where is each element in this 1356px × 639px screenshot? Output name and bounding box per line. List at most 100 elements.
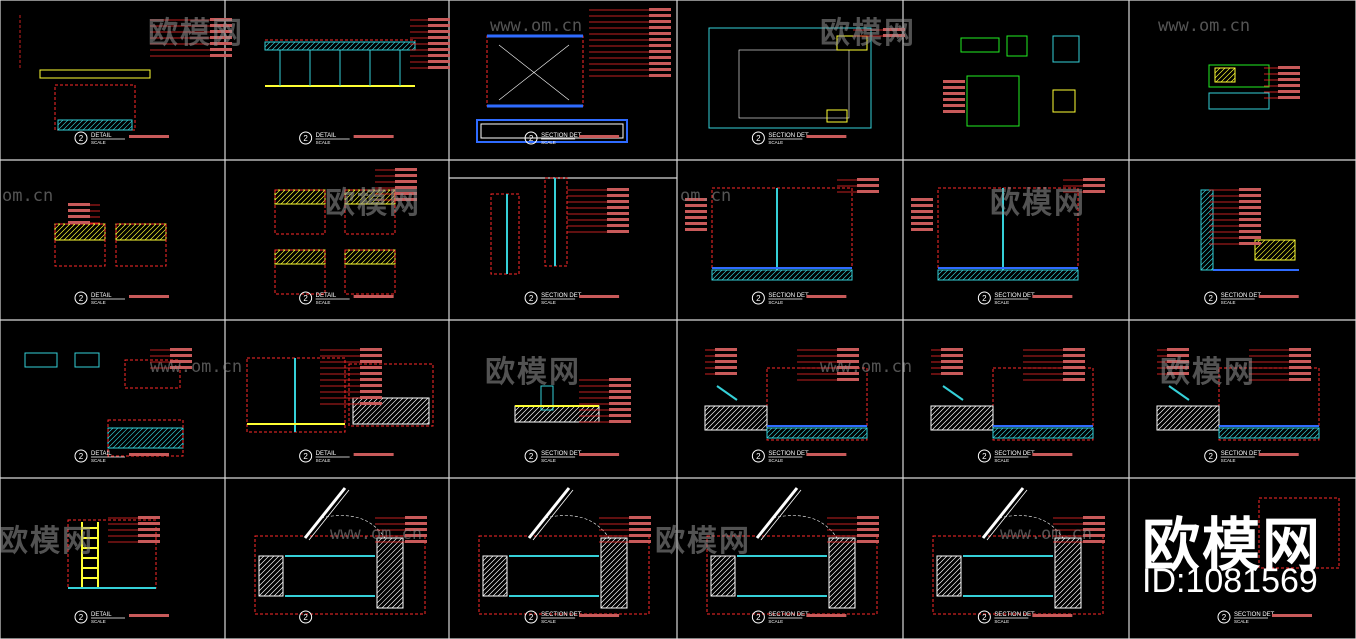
detail-number: 2 — [756, 294, 761, 303]
watermark-url-row4-1: www.om.cn — [330, 524, 423, 544]
detail-number: 2 — [1222, 613, 1227, 622]
detail-scale: SCALE — [994, 619, 1009, 624]
detail-number: 2 — [79, 294, 84, 303]
detail-title: SECTION DET — [541, 612, 582, 618]
detail-number: 2 — [1208, 452, 1213, 461]
detail-panel-r1c5 — [943, 35, 1080, 127]
watermark-top-2: 欧模网 — [820, 16, 916, 51]
detail-title: SECTION DET — [1221, 451, 1262, 457]
detail-title: SECTION DET — [994, 293, 1035, 299]
detail-number: 2 — [303, 294, 308, 303]
detail-number: 2 — [982, 613, 987, 622]
detail-scale: SCALE — [541, 619, 556, 624]
watermark-url-mid-1: om.cn — [2, 186, 54, 206]
detail-scale: SCALE — [1221, 300, 1236, 305]
detail-scale: SCALE — [541, 300, 556, 305]
watermark-row3-1: 欧模网 — [485, 355, 581, 390]
detail-number: 2 — [756, 613, 761, 622]
detail-number: 2 — [79, 452, 84, 461]
watermark-row4-1: 欧模网 — [0, 524, 94, 559]
detail-scale: SCALE — [91, 300, 106, 305]
detail-title: SECTION DET — [768, 612, 809, 618]
detail-number: 2 — [756, 134, 761, 143]
detail-scale: SCALE — [994, 458, 1009, 463]
watermark-url-row3-2: www.om.cn — [820, 357, 913, 377]
detail-number: 2 — [303, 613, 308, 622]
detail-scale: SCALE — [91, 140, 106, 145]
detail-number: 2 — [529, 613, 534, 622]
detail-title: SECTION DET — [994, 612, 1035, 618]
detail-title: SECTION DET — [994, 451, 1035, 457]
detail-number: 2 — [529, 452, 534, 461]
detail-scale: SCALE — [994, 300, 1009, 305]
detail-title: SECTION DET — [1234, 612, 1275, 618]
detail-title: DETAIL — [91, 293, 112, 299]
watermark-mid-1: 欧模网 — [325, 186, 421, 221]
watermark-top: 欧模网 — [148, 16, 244, 51]
detail-number: 2 — [303, 452, 308, 461]
detail-scale: SCALE — [768, 140, 783, 145]
detail-title: SECTION DET — [768, 133, 809, 139]
detail-scale: SCALE — [768, 300, 783, 305]
brand-logo-text: 欧模网 — [1142, 511, 1323, 579]
detail-title: DETAIL — [91, 451, 112, 457]
watermark-row4-2: 欧模网 — [655, 524, 751, 559]
detail-title: SECTION DET — [768, 293, 809, 299]
detail-title: SECTION DET — [541, 293, 582, 299]
detail-scale: SCALE — [541, 140, 556, 145]
detail-title: DETAIL — [91, 612, 112, 618]
detail-scale: SCALE — [541, 458, 556, 463]
detail-title: SECTION DET — [768, 451, 809, 457]
detail-scale: SCALE — [316, 300, 331, 305]
detail-title: DETAIL — [91, 133, 112, 139]
watermark-url-top-2: www.om.cn — [1158, 16, 1251, 36]
detail-scale: SCALE — [316, 458, 331, 463]
detail-scale: SCALE — [91, 619, 106, 624]
detail-scale: SCALE — [1221, 458, 1236, 463]
detail-title: DETAIL — [316, 133, 337, 139]
drawing-id: ID:1081569 — [1142, 562, 1318, 600]
watermark-url-top-1: www.om.cn — [490, 16, 583, 36]
detail-number: 2 — [529, 294, 534, 303]
detail-number: 2 — [79, 613, 84, 622]
detail-number: 2 — [982, 452, 987, 461]
watermark-url-mid-2: om.cn — [680, 186, 732, 206]
detail-number: 2 — [303, 134, 308, 143]
detail-number: 2 — [756, 452, 761, 461]
detail-scale: SCALE — [768, 458, 783, 463]
detail-scale: SCALE — [316, 140, 331, 145]
detail-number: 2 — [982, 294, 987, 303]
detail-title: SECTION DET — [1221, 293, 1262, 299]
detail-panel-r1c6 — [1208, 64, 1300, 110]
detail-title: SECTION DET — [541, 451, 582, 457]
detail-number: 2 — [529, 134, 534, 143]
detail-number: 2 — [1208, 294, 1213, 303]
detail-title: DETAIL — [316, 293, 337, 299]
detail-scale: SCALE — [768, 619, 783, 624]
detail-scale: SCALE — [1234, 619, 1249, 624]
watermark-mid-2: 欧模网 — [990, 186, 1086, 221]
watermark-url-row3-1: www.om.cn — [150, 357, 243, 377]
watermark-row3-2: 欧模网 — [1160, 355, 1256, 390]
